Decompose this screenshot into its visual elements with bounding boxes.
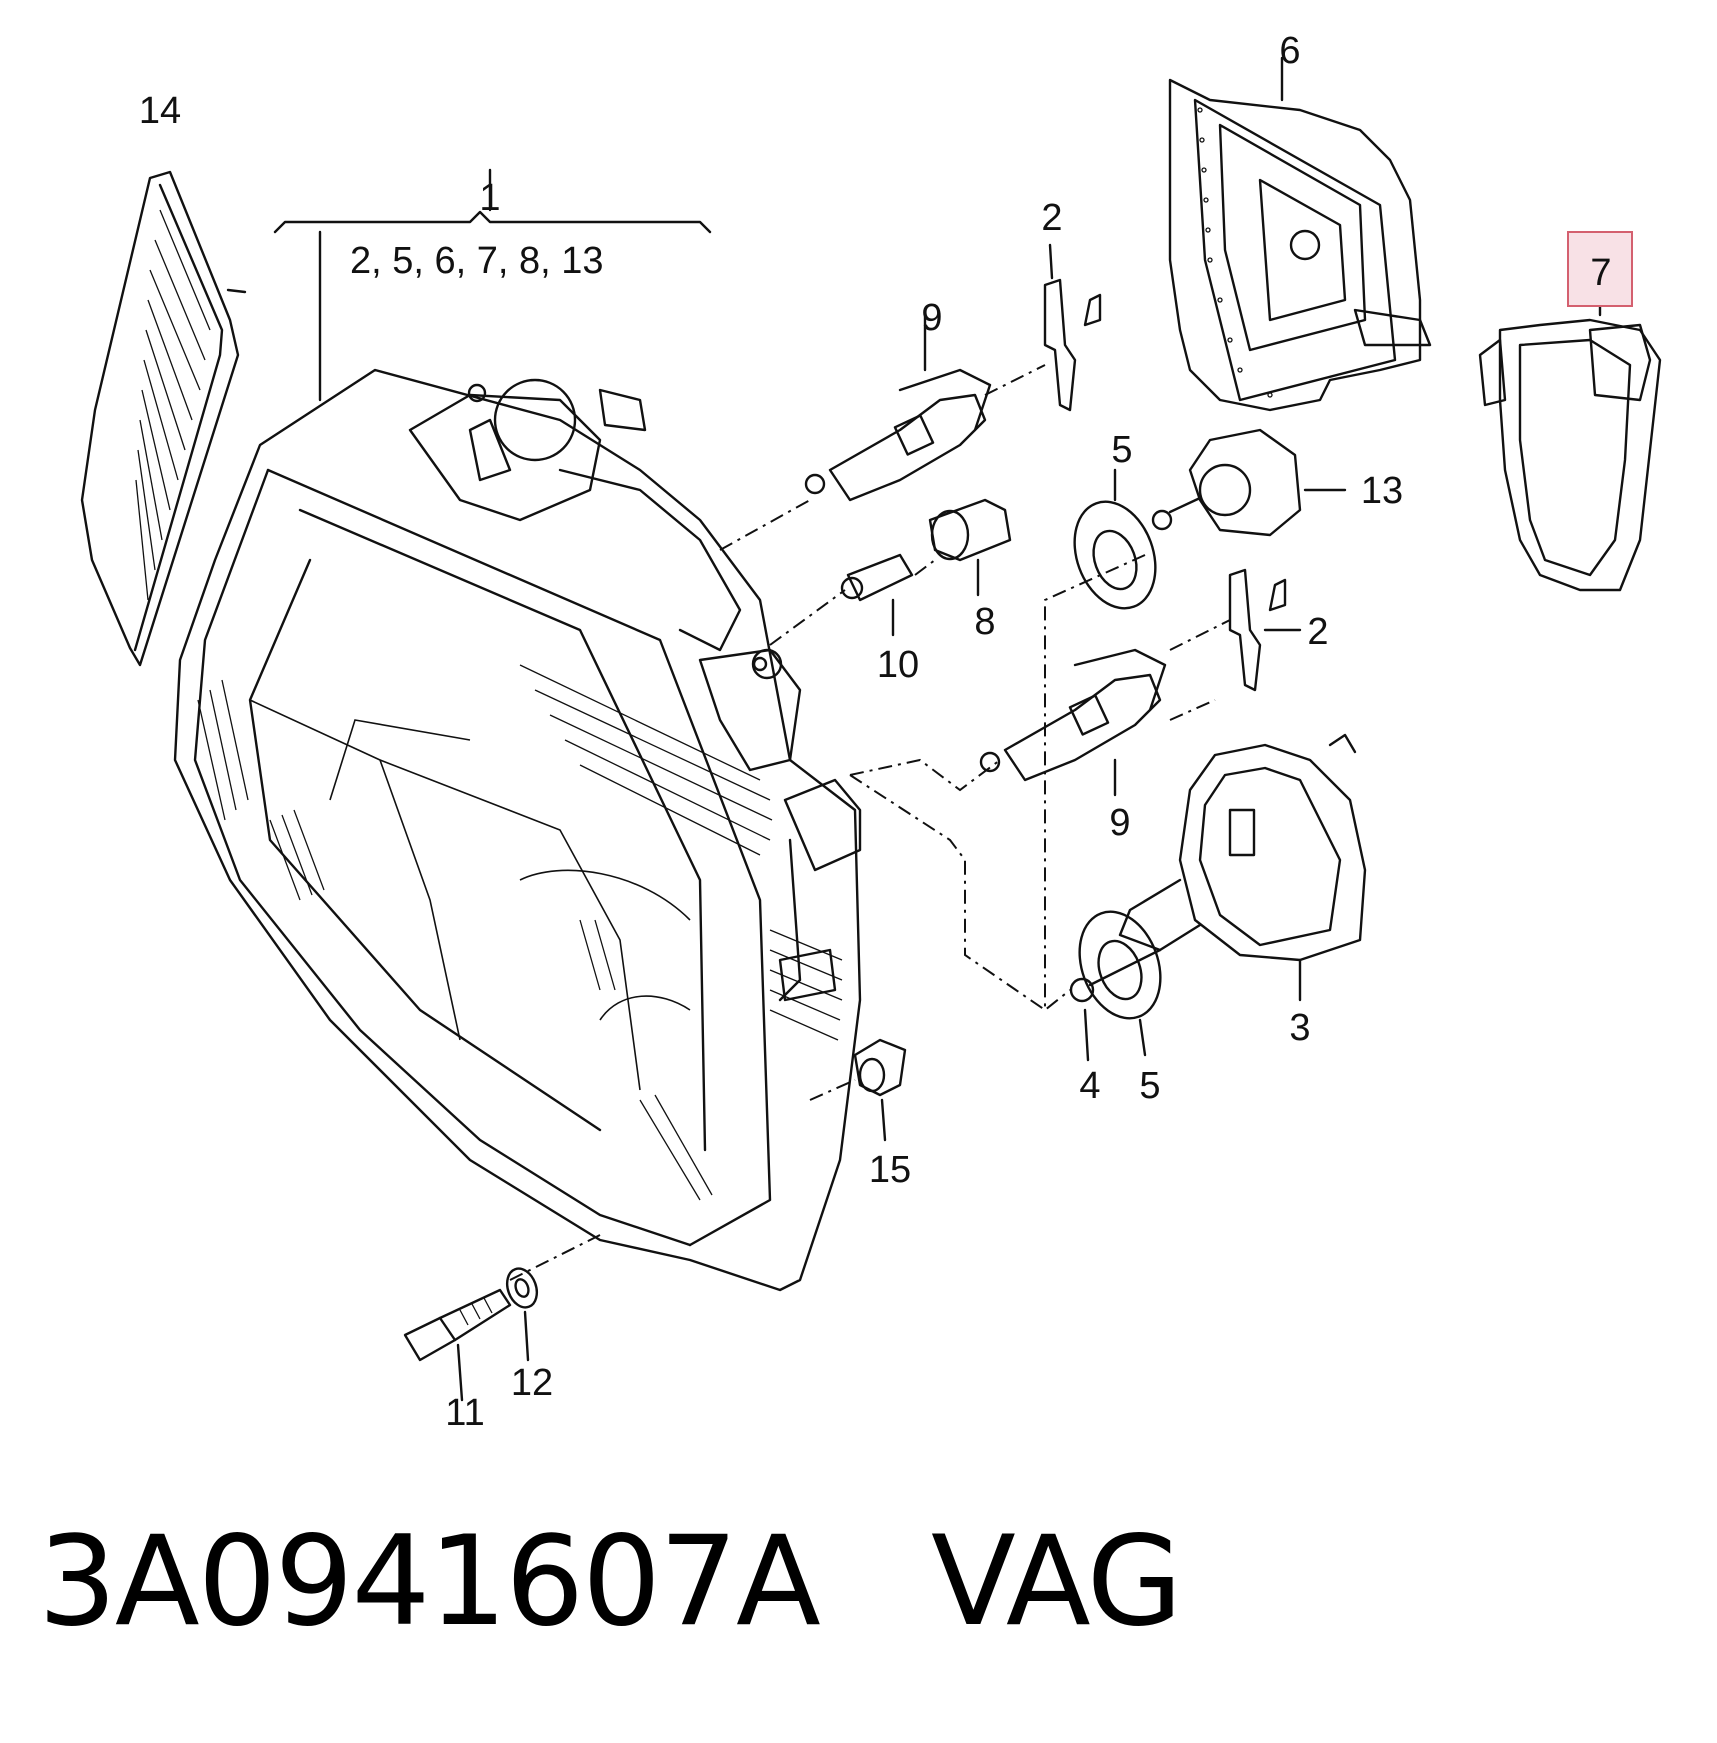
callout-5-lower: 5	[1139, 1065, 1160, 1107]
part-9-lower-bulb	[979, 648, 1167, 797]
callout-11: 11	[445, 1392, 484, 1434]
part-10-wedge-bulb	[840, 553, 914, 637]
callout-3: 3	[1289, 1007, 1310, 1049]
part-5-upper-seal-ring	[1073, 468, 1157, 610]
part-3-module	[1118, 733, 1367, 1002]
part-1-headlamp-assembly	[173, 168, 862, 1292]
part-2-lower-clip	[1228, 568, 1302, 692]
assembly-lines	[509, 364, 1231, 1281]
callout-1-group-label: 2, 5, 6, 7, 8, 13	[350, 240, 604, 282]
callout-8: 8	[974, 601, 995, 643]
part-11-bolt	[403, 1288, 512, 1402]
part-4-bulb	[1069, 948, 1162, 1062]
callout-2-upper: 2	[1041, 197, 1062, 239]
part-8-bayonet-bulb	[928, 498, 1012, 597]
part-14-lens-cover	[80, 170, 247, 667]
callout-7-highlight	[1567, 231, 1633, 307]
part-15-grommet	[853, 1038, 907, 1142]
part-6-rear-housing	[1168, 56, 1432, 412]
callout-9-upper: 9	[921, 297, 942, 339]
callout-12: 12	[511, 1362, 553, 1404]
callout-1: 1	[479, 177, 500, 219]
callout-6: 6	[1279, 30, 1300, 72]
callout-5-upper: 5	[1111, 429, 1132, 471]
callout-15: 15	[869, 1149, 911, 1191]
callout-14: 14	[139, 90, 181, 132]
callout-7: 7	[1590, 252, 1611, 294]
part-12-washer	[505, 1267, 539, 1362]
part-13-bulb-socket	[1151, 428, 1347, 537]
part-7-rear-cover	[1478, 290, 1662, 592]
callout-13: 13	[1361, 470, 1403, 512]
part-5-lower-seal-ring	[1078, 910, 1162, 1057]
callout-10: 10	[877, 644, 919, 686]
part-number-caption: 3A0941607A VAG	[38, 1510, 1183, 1654]
part-2-upper-clip	[1043, 243, 1102, 412]
callout-2-lower: 2	[1307, 611, 1328, 653]
part-9-upper-bulb	[804, 308, 992, 502]
callout-4: 4	[1079, 1065, 1100, 1107]
callout-9-lower: 9	[1109, 802, 1130, 844]
